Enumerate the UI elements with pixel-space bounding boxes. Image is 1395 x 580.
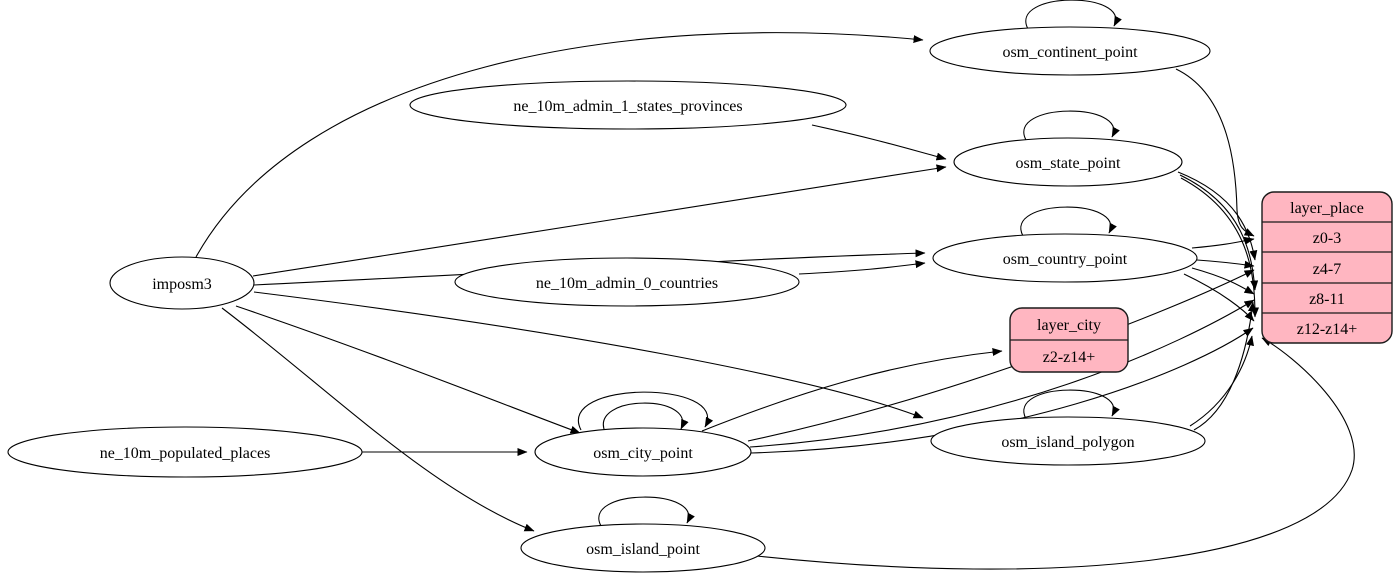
- self-loop-osm_continent_point: [1025, 0, 1122, 30]
- node-osm_state_point-label: osm_state_point: [1016, 155, 1121, 172]
- node-imposm3-shape: [109, 256, 255, 310]
- edge-ne_10m_admin_1_states_provinces-to-osm_state_point: [811, 124, 947, 161]
- record-layer_city-row-z2-z14: z2-z14+: [1043, 349, 1096, 366]
- node-osm_island_point: osm_island_point: [520, 523, 766, 573]
- edge-osm_state_point-to-layer_place-z8-11: [1179, 174, 1259, 291]
- node-osm_city_point-shape: [534, 427, 752, 477]
- node-ne_10m_admin_1_states_provinces-shape: [409, 80, 847, 130]
- record-layer_city-title: layer_city: [1037, 317, 1101, 334]
- node-ne_10m_populated_places-shape: [7, 426, 363, 478]
- node-osm_state_point: osm_state_point: [953, 137, 1183, 187]
- node-osm_continent_point-label: osm_continent_point: [1002, 44, 1138, 61]
- edge-osm_city_point-to-layer_place-z4-7: [747, 269, 1255, 442]
- self-loop-osm_country_point: [1020, 206, 1117, 237]
- node-ne_10m_admin_1_states_provinces-label: ne_10m_admin_1_states_provinces: [513, 98, 742, 115]
- edge-osm_state_point-to-layer_place-z4-7: [1177, 171, 1258, 261]
- self-loop-osm_state_point: [1023, 110, 1120, 141]
- edge-osm_country_point-to-layer_place-z8-11: [1191, 267, 1255, 295]
- node-ne_10m_populated_places: ne_10m_populated_places: [7, 426, 363, 478]
- node-osm_country_point-label: osm_country_point: [1003, 251, 1128, 268]
- node-osm_country_point: osm_country_point: [932, 233, 1198, 283]
- edge-osm_city_point-to-layer_city-z2-z14: [701, 348, 1003, 432]
- record-layer_place-row-z12-z14: z12-z14+: [1297, 321, 1358, 338]
- edge-osm_country_point-to-layer_place-z4-7: [1196, 259, 1255, 269]
- node-ne_10m_admin_1_states_provinces: ne_10m_admin_1_states_provinces: [409, 80, 847, 130]
- edge-imposm3-to-osm_city_point: [235, 305, 581, 434]
- node-ne_10m_populated_places-label: ne_10m_populated_places: [100, 445, 271, 462]
- node-osm_island_point-label: osm_island_point: [586, 541, 700, 558]
- node-osm_island_point-shape: [520, 523, 766, 573]
- edge-imposm3-to-osm_island_polygon: [253, 291, 924, 419]
- node-osm_continent_point-shape: [929, 26, 1211, 76]
- edge-osm_island_polygon-to-layer_place-z12-z14: [1189, 335, 1254, 427]
- edge-osm_continent_point-to-layer_place-z0-3: [1175, 68, 1255, 237]
- edge-osm_state_point-to-layer_place-z12-z14: [1180, 177, 1259, 318]
- node-osm_continent_point: osm_continent_point: [929, 26, 1211, 76]
- self-loop-osm_city_point-outer: [577, 391, 714, 431]
- edge-imposm3-to-osm_continent_point: [195, 32, 924, 258]
- node-osm_island_polygon: osm_island_polygon: [930, 416, 1206, 466]
- record-layer_place: layer_place z0-3 z4-7 z8-11 z12-z14+: [1261, 191, 1393, 344]
- node-osm_island_polygon-shape: [930, 416, 1206, 466]
- edge-ne_10m_admin_0_countries-to-osm_country_point: [798, 260, 926, 275]
- record-layer_place-title: layer_place: [1290, 200, 1364, 217]
- self-loop-osm_island_point: [598, 496, 695, 527]
- record-layer_place-row-z8-11: z8-11: [1309, 291, 1345, 308]
- record-layer_city: layer_city z2-z14+: [1009, 307, 1129, 373]
- node-osm_state_point-shape: [953, 137, 1183, 187]
- node-osm_country_point-shape: [932, 233, 1198, 283]
- node-osm_city_point: osm_city_point: [534, 427, 752, 477]
- edge-osm_city_point-to-layer_place-z12-z14: [750, 327, 1254, 454]
- edge-osm_island_polygon-to-layer_place-z8-11: [1193, 301, 1256, 431]
- node-imposm3: imposm3: [109, 256, 255, 310]
- edge-osm_city_point-to-layer_place-z8-11: [749, 299, 1255, 448]
- node-osm_island_polygon-label: osm_island_polygon: [1001, 434, 1134, 451]
- record-layer_place-row-z0-3: z0-3: [1313, 230, 1341, 247]
- node-osm_city_point-label: osm_city_point: [593, 445, 693, 462]
- edge-imposm3-to-osm_island_point: [221, 307, 535, 532]
- node-ne_10m_admin_0_countries-label: ne_10m_admin_0_countries: [536, 275, 718, 292]
- node-layer: imposm3 ne_10m_admin_1_states_provinces …: [7, 26, 1211, 573]
- self-loop-osm_city_point-inner: [602, 402, 689, 433]
- self-loop-osm_island_polygon: [1023, 389, 1120, 420]
- record-layer_place-row-z4-7: z4-7: [1313, 261, 1341, 278]
- node-ne_10m_admin_0_countries: ne_10m_admin_0_countries: [454, 257, 800, 307]
- edge-osm_island_point-to-layer_place-z12-z14: [756, 337, 1355, 570]
- record-layer_place-box: [1261, 191, 1393, 344]
- node-imposm3-label: imposm3: [152, 276, 212, 293]
- node-ne_10m_admin_0_countries-shape: [454, 257, 800, 307]
- edge-imposm3-to-osm_state_point: [252, 164, 947, 277]
